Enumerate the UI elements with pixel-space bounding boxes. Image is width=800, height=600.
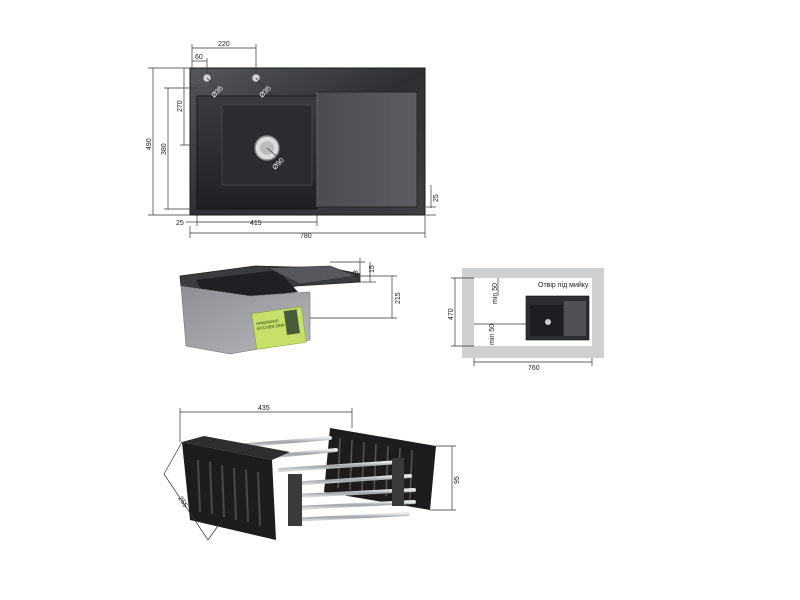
dim-780: 780 (300, 233, 312, 240)
cutout-view: Отвір під мийку min 50 min 50 470 760 (448, 268, 604, 372)
dim-215: 215 (395, 292, 402, 304)
dim-435: 435 (258, 405, 270, 412)
dim-270: 270 (177, 100, 184, 112)
drainboard (316, 91, 418, 208)
dim-380: 380 (161, 143, 168, 155)
sink-top-view: Ø35 Ø35 Ø90 220 60 490 380 270 415 780 (146, 41, 440, 240)
dim-23: 23 (353, 270, 360, 278)
dim-60: 60 (195, 54, 203, 61)
dim-760: 760 (528, 365, 540, 372)
dim-min50-left: min 50 (489, 324, 496, 345)
basket-far-end (324, 428, 436, 510)
sink-side-board (267, 265, 358, 285)
dim-490: 490 (146, 138, 153, 150)
basket-view: 435 255 95 (163, 405, 461, 541)
dim-415: 415 (250, 220, 262, 227)
cutout-label: Отвір під мийку (538, 281, 589, 289)
sink-side-view: HANDMADE KITCHEN SINK 23 15 215 (179, 258, 402, 355)
dim-25-left: 25 (176, 220, 184, 227)
dim-220: 220 (218, 41, 230, 48)
dim-95: 95 (454, 476, 461, 484)
dim-min50-top: min 50 (492, 283, 499, 304)
dim-255: 255 (176, 495, 188, 509)
dim-470: 470 (448, 308, 455, 320)
basket-near-end (182, 442, 276, 540)
dim-25-right: 25 (433, 194, 440, 202)
label-line-1: HANDMADE (256, 318, 280, 326)
dim-15: 15 (369, 265, 376, 273)
label-line-2: KITCHEN SINK (257, 322, 286, 331)
